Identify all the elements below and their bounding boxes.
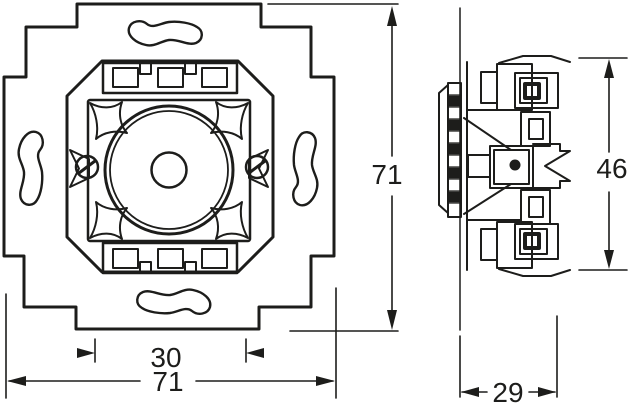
claw-wedge-left (69, 149, 90, 188)
dim-label-center-width: 30 (150, 342, 181, 373)
fixing-slot-bottom (136, 288, 212, 315)
claw-top-right (210, 101, 249, 140)
terminal-block-bottom (101, 241, 239, 275)
dimension-depth: 29 (459, 315, 558, 408)
claw-bottom-right (210, 201, 249, 240)
screw-slot (247, 159, 267, 175)
spindle-circle (150, 151, 188, 189)
fixing-slots (17, 20, 319, 315)
claw-bottom-left (89, 201, 128, 240)
dimensions: 71 30 71 46 (5, 3, 628, 408)
claw-springs (69, 101, 269, 240)
claw-arm-upper (463, 117, 512, 151)
dimension-insert-height: 46 (578, 57, 628, 271)
support-ring-outline (2, 2, 336, 331)
terminal-block-top (101, 61, 239, 95)
lower-release-lever (498, 268, 571, 277)
axis-box-outer (489, 145, 534, 189)
front-view (2, 2, 336, 331)
lower-terminal-screw (523, 232, 541, 250)
contact-spring-chevron (532, 143, 571, 189)
fixing-screw-right (244, 154, 270, 180)
insert-body-profile (463, 55, 571, 277)
upper-terminal-screw (523, 82, 541, 100)
lower-terminal-housing (496, 221, 533, 269)
dim-label-front-height: 71 (371, 159, 402, 190)
fixing-slot-right (292, 131, 319, 207)
fixing-screw-left (74, 154, 100, 180)
section-hatch (448, 95, 461, 203)
mechanism (65, 59, 275, 275)
dim-label-depth: 29 (492, 377, 523, 408)
claw-wing-profile (438, 84, 449, 214)
support-ring-section (447, 82, 462, 218)
fixing-slot-left (17, 130, 44, 206)
lower-terminal-housing-left (480, 228, 498, 261)
upper-release-lever (498, 55, 571, 64)
dimension-center-width: 30 (77, 338, 264, 373)
fixing-slot-top (127, 20, 203, 47)
upper-terminal-housing (496, 63, 533, 111)
rotary-inner-circle (109, 110, 229, 230)
upper-right-hook (520, 111, 551, 147)
lower-terminal-box (514, 223, 559, 260)
screw-slot (77, 159, 97, 175)
mechanism-body-square (86, 98, 252, 243)
dimension-front-height: 71 (267, 3, 403, 332)
lower-right-hook (520, 189, 551, 225)
dim-label-insert-height: 46 (596, 153, 627, 184)
axis-box-small (467, 154, 491, 178)
upper-terminal-housing-left (480, 71, 498, 104)
dimension-front-width: 71 (5, 287, 337, 399)
rotary-outer-circle (103, 104, 235, 236)
claw-top-left (89, 101, 128, 140)
dim-label-front-width: 71 (152, 366, 183, 397)
upper-terminal-box (514, 72, 559, 109)
axis-pivot-dot (509, 159, 521, 171)
side-view (438, 7, 571, 331)
